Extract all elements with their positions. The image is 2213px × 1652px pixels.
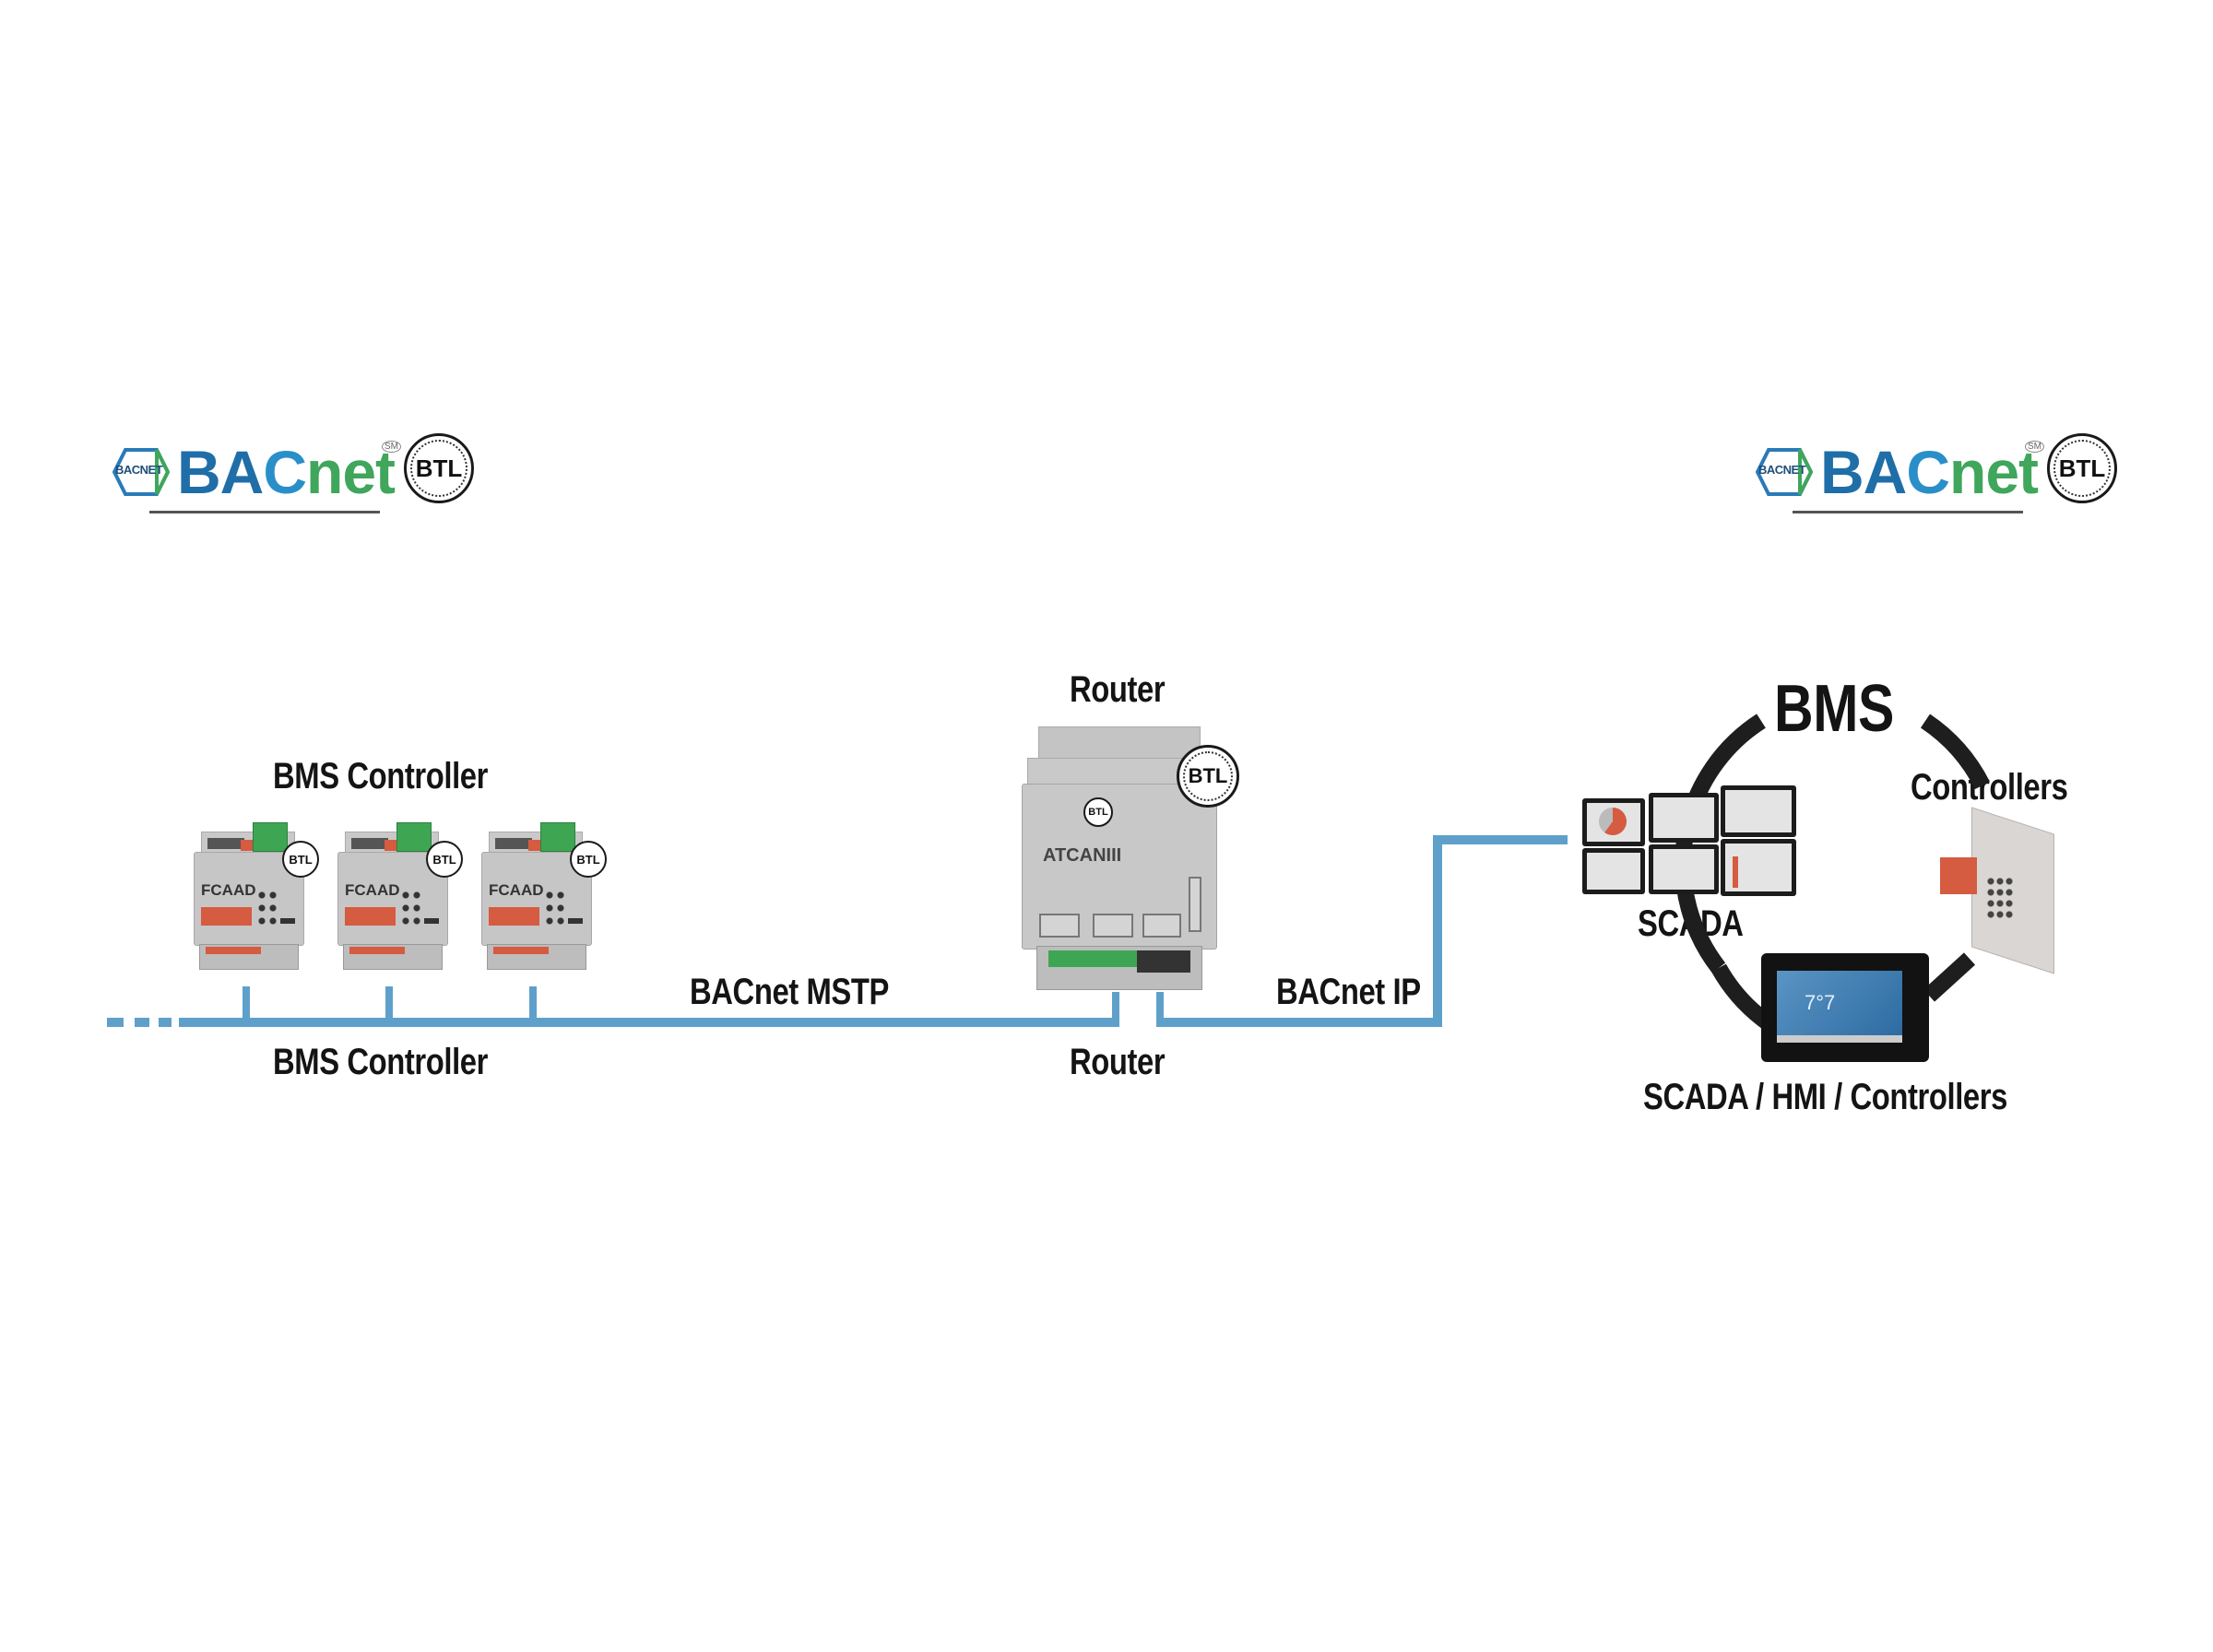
scada-monitor	[1721, 839, 1796, 896]
ip-wire-vertical	[1433, 835, 1442, 1027]
label-bacnet-ip: BACnet IP	[1276, 972, 1421, 1012]
bus-continuation-dash	[135, 1018, 149, 1027]
bacnet-logo-left: BACNET BACnet SM	[112, 431, 481, 533]
logo-bus-line	[149, 505, 380, 513]
device-model: FCAAD	[489, 881, 544, 899]
bacnet-wordmark: BACnet	[177, 438, 396, 506]
bms-controller-device-1: FCAAD BTL	[194, 822, 319, 970]
scada-pie-chart-icon	[1599, 808, 1627, 835]
service-mark: SM	[382, 441, 401, 453]
bacnet-hexagon-icon	[112, 448, 170, 496]
router-mstp-drop-wire	[1112, 992, 1119, 1027]
label-bms: BMS	[1774, 672, 1894, 746]
controller-3-drop-wire	[529, 986, 537, 1023]
btl-badge: BTL	[426, 841, 463, 878]
port-rs485	[1039, 914, 1080, 938]
ip-wire-horizontal	[1156, 1018, 1442, 1027]
ring-arc-right	[1920, 714, 1991, 790]
scada-monitor	[1649, 793, 1719, 843]
port-htv	[1142, 914, 1181, 938]
router-ip-drop-wire	[1156, 992, 1164, 1027]
ring-arc-bottom-right	[1923, 952, 1976, 1002]
ip-wire-to-scada	[1433, 835, 1568, 844]
service-mark: SM	[2025, 441, 2044, 453]
bms-controller-device-2: FCAAD BTL	[337, 822, 463, 970]
label-bms-controller-bottom: BMS Controller	[273, 1042, 488, 1082]
bacnet-wordmark: BACnet	[1820, 438, 2039, 506]
plc-red-connector	[1940, 857, 1977, 894]
router-brand: ATCANIII	[1043, 845, 1122, 866]
mstp-bus-wire	[179, 1018, 1119, 1027]
btl-certification-seal-right: BTL	[2047, 433, 2117, 503]
btl-certification-seal-left: BTL	[404, 433, 474, 503]
terminal-block	[253, 822, 288, 852]
bus-continuation-dash	[107, 1018, 124, 1027]
scada-monitor	[1721, 785, 1796, 837]
terminal-block	[396, 822, 432, 852]
bacnet-hex-label: BACNET	[1758, 463, 1806, 477]
bacnet-hex-label: BACNET	[115, 463, 163, 477]
hmi-touch-panel: 7°7	[1761, 953, 1929, 1062]
port-ptl2	[1093, 914, 1133, 938]
logo-bus-line	[1793, 505, 2023, 513]
scada-monitor	[1582, 848, 1645, 894]
scada-monitor	[1649, 844, 1719, 894]
label-router-top: Router	[1070, 669, 1166, 710]
bacnet-logo-right: BACNET BACnet SM	[1756, 431, 2124, 533]
port-side	[1189, 877, 1201, 932]
label-controllers: Controllers	[1911, 767, 2068, 808]
terminal-block	[540, 822, 575, 852]
label-bms-controller-top: BMS Controller	[273, 756, 488, 796]
label-bacnet-mstp: BACnet MSTP	[690, 972, 889, 1012]
btl-badge: BTL	[570, 841, 607, 878]
controller-2-drop-wire	[385, 986, 393, 1023]
device-model: FCAAD	[345, 881, 400, 899]
hmi-temperature-readout: 7°7	[1805, 991, 1836, 1014]
plc-controller-device	[1940, 807, 2060, 974]
router-device: BTL ATCANIII BTL	[1022, 721, 1239, 1014]
btl-badge: BTL	[282, 841, 319, 878]
bus-continuation-dash	[159, 1018, 172, 1027]
btl-certification-seal: BTL	[1177, 745, 1239, 808]
controller-1-drop-wire	[243, 986, 250, 1023]
device-model: FCAAD	[201, 881, 256, 899]
label-scada-hmi-controllers: SCADA / HMI / Controllers	[1643, 1077, 2007, 1117]
bms-controller-device-3: FCAAD BTL	[481, 822, 607, 970]
btl-small-logo: BTL	[1083, 797, 1113, 827]
bacnet-hexagon-icon	[1756, 448, 1813, 496]
label-router-bottom: Router	[1070, 1042, 1166, 1082]
